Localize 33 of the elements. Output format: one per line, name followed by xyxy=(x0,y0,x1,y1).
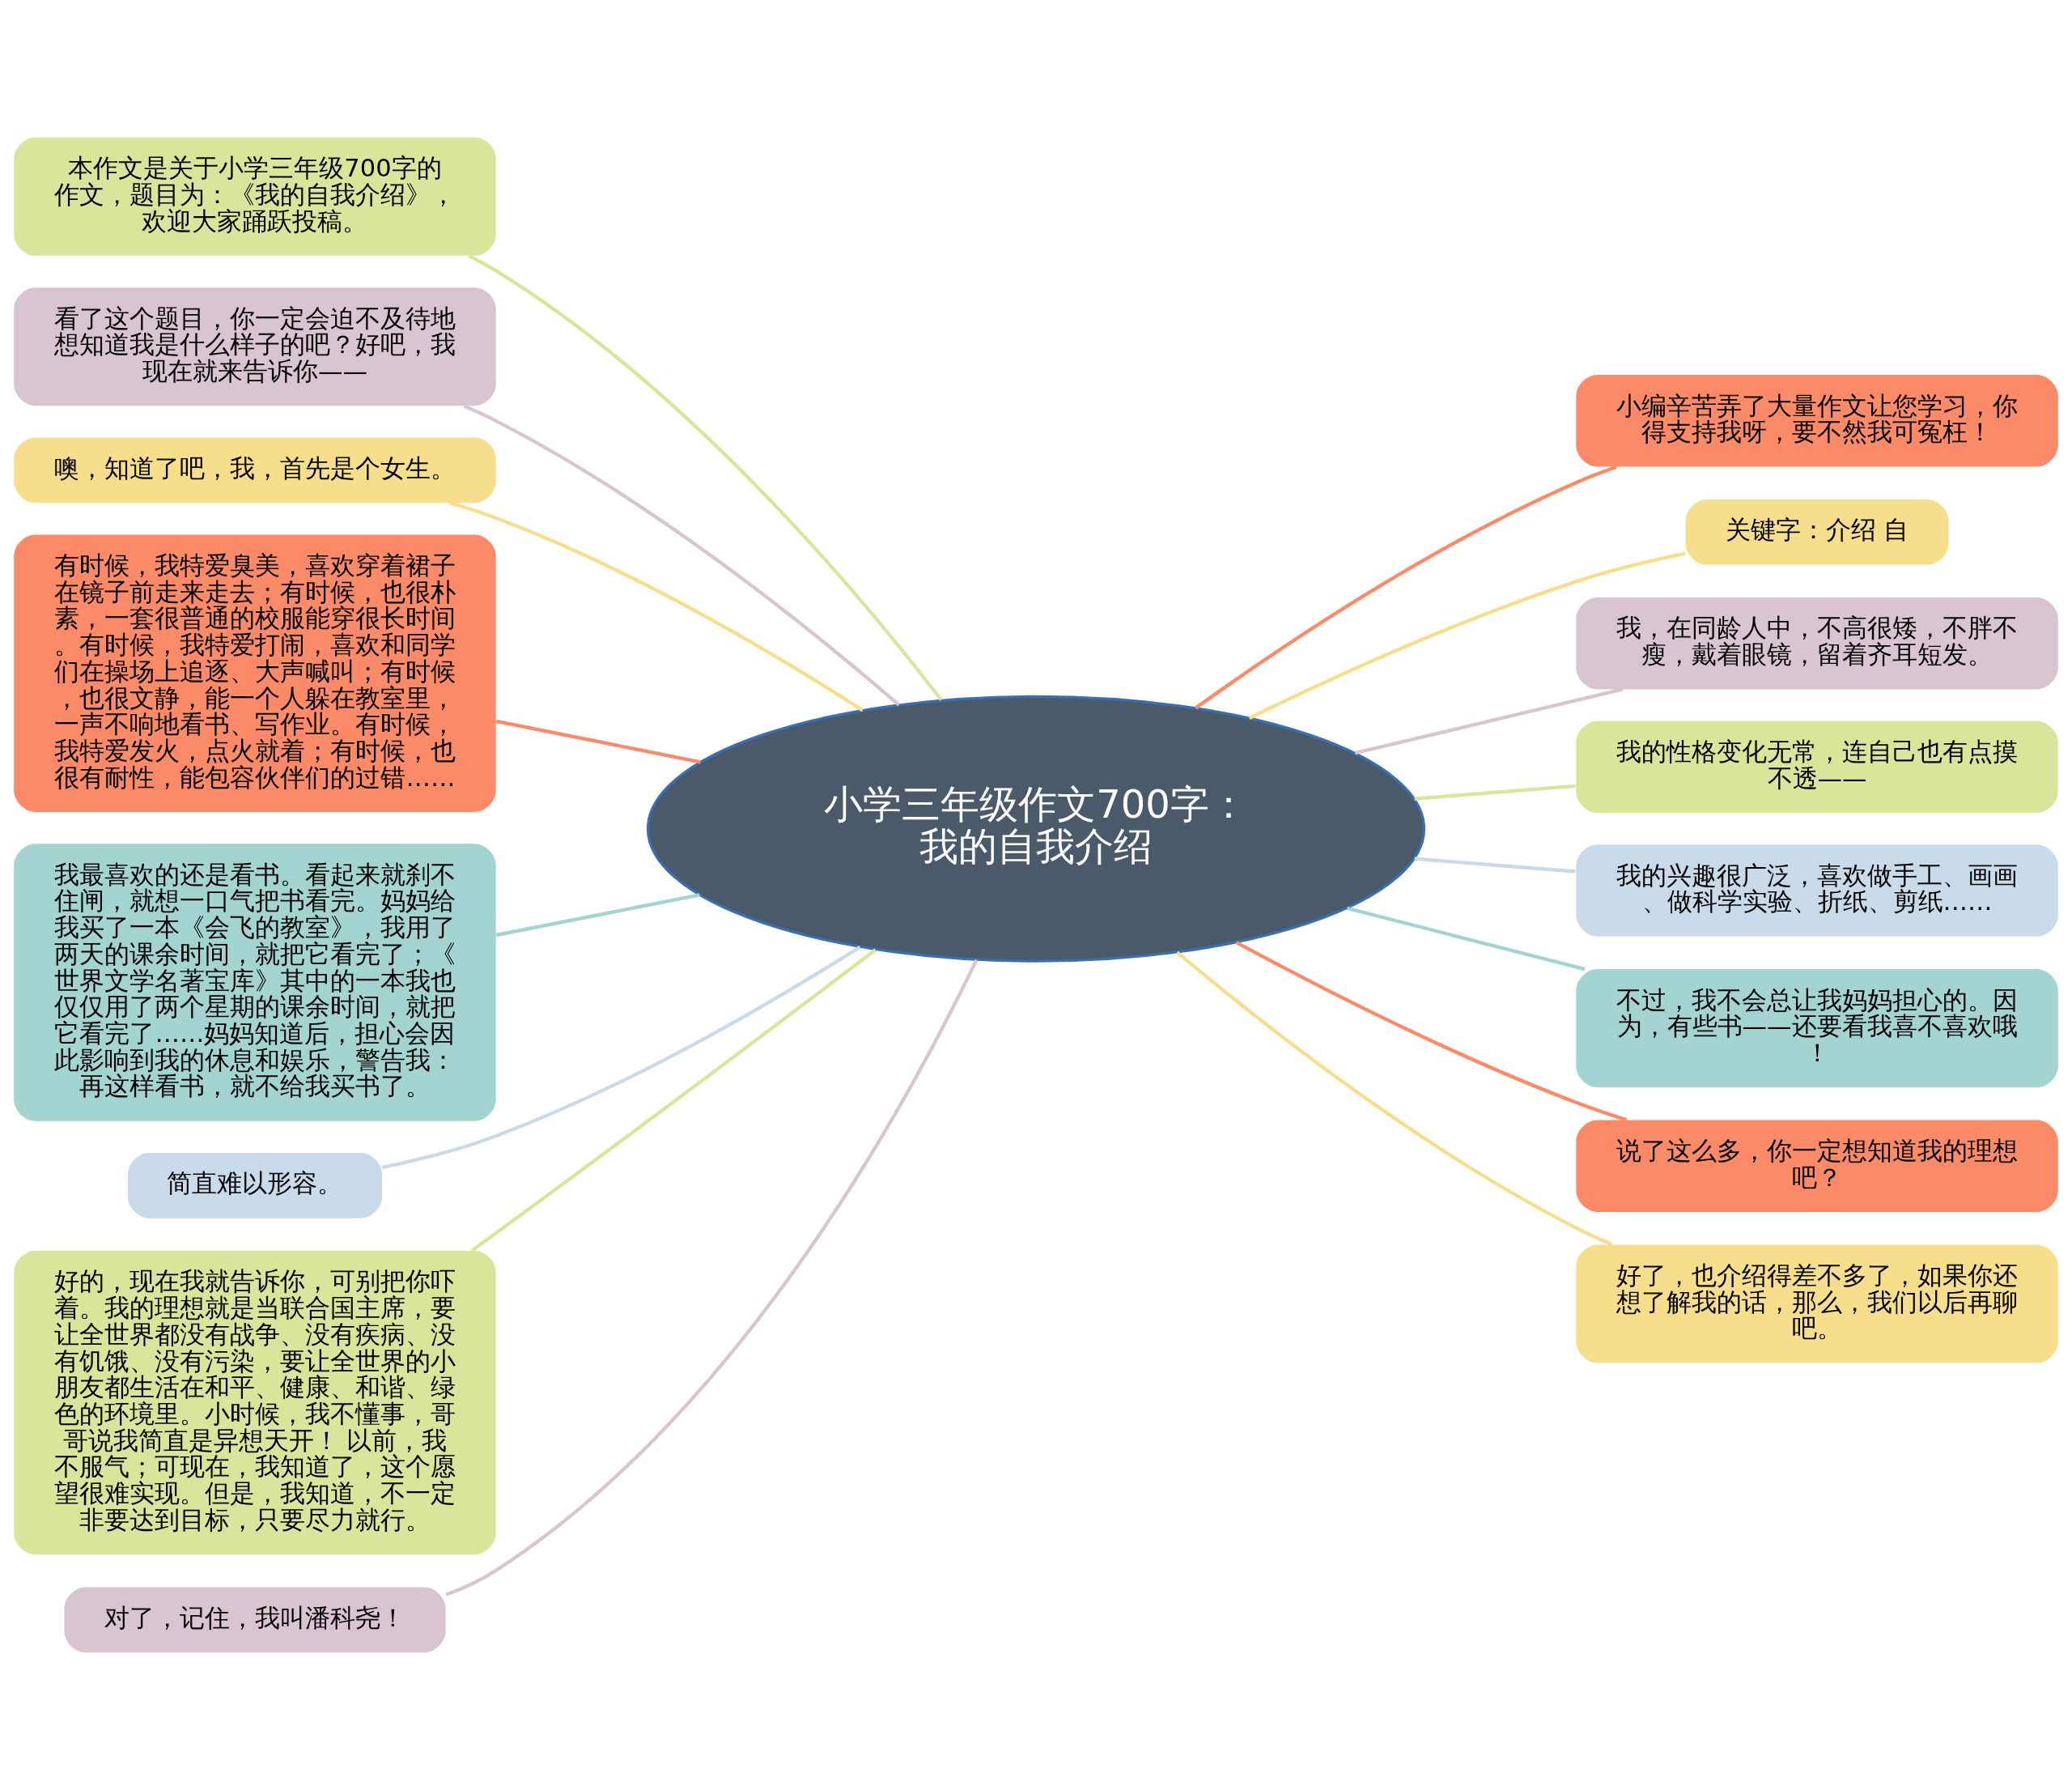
node-box: 说了这么多，你一定想知道我的理想吧？ xyxy=(1576,1120,2058,1213)
node-ellipse: 小学三年级作文700字：我的自我介绍 xyxy=(646,695,1426,963)
node-box: 简直难以形容。 xyxy=(127,1152,383,1218)
connector xyxy=(1347,906,1586,972)
node-box: 我的兴趣很广泛，喜欢做手工、画画、做科学实验、折纸、剪纸…… xyxy=(1576,844,2058,937)
connector xyxy=(468,254,943,701)
connector xyxy=(1354,687,1624,755)
connector xyxy=(495,893,700,938)
connector xyxy=(495,719,701,764)
node-box: 我最喜欢的还是看书。看起来就刹不住闸，就想一口气把书看完。妈妈给我买了一本《会飞的教室》，我用了两天的课余时间，就把它看完了；《世界文学名著宝库》其中的一本我也仅仅用了两个星期的课余时间，就把它看完了……妈妈知道后，担心会因此影响到我的休息和娱乐，警告我：再这样看书，就不给我买书了。 xyxy=(14,844,496,1121)
connector xyxy=(448,501,864,712)
connector xyxy=(1414,784,1576,801)
connector xyxy=(1175,950,1613,1247)
node-box: 小编辛苦弄了大量作文让您学习，你得支持我呀，要不然我可冤枉！ xyxy=(1576,375,2058,467)
node-box: 我的性格变化无常，连自己也有点摸不透—— xyxy=(1576,721,2058,814)
node-box: 关键字：介绍 自 xyxy=(1685,499,1949,565)
connector xyxy=(381,945,861,1169)
node-box: 有时候，我特爱臭美，喜欢穿着裙子在镜子前走来走去；有时候，也很朴素，一套很普通的校服能穿很长时间。有时候，我特爱打闹，喜欢和同学们在操场上追逐、大声喊叫；有时候，也很文静，能一个人躲在教室里，一声不响地看书、写作业。有时候，我特爱发火，点火就着；有时候，也很有耐性，能包容伙伴们的过错…… xyxy=(14,534,496,812)
connector xyxy=(1235,941,1628,1122)
node-box: 好的，现在我就告诉你，可别把你吓着。我的理想就是当联合国主席，要让全世界都没有战争、没有疾病、没有饥饿、没有污染，要让全世界的小朋友都生活在和平、健康、和谐、绿色的环境里。小时候，我不懂事，哥哥说我简直是异想天开！ 以前，我不服气；可现在，我知道了，这个愿望很难实现。但是，我知道，不一定非要达到目标，只要尽力就行。 xyxy=(14,1251,496,1555)
node-box: 不过，我不会总让我妈妈担心的。因为，有些书——还要看我喜不喜欢哦！ xyxy=(1576,969,2058,1088)
node-box: 我，在同龄人中，不高很矮，不胖不瘦，戴着眼镜，留着齐耳短发。 xyxy=(1576,597,2058,690)
node-box: 对了，记住，我叫潘科尧！ xyxy=(64,1587,446,1653)
node-box: 看了这个题目，你一定会迫不及待地想知道我是什么样子的吧？好吧，我现在就来告诉你—— xyxy=(14,287,496,406)
connector xyxy=(1414,857,1576,874)
connector xyxy=(470,948,877,1252)
node-box: 好了，也介绍得差不多了，如果你还想了解我的话，那么，我们以后再聊吧。 xyxy=(1576,1244,2058,1363)
node-box: 噢，知道了吧，我，首先是个女生。 xyxy=(14,437,496,504)
node-box: 本作文是关于小学三年级700字的作文，题目为：《我的自我介绍》，欢迎大家踊跃投稿。 xyxy=(14,137,496,256)
connector xyxy=(463,404,900,707)
connector xyxy=(445,959,979,1597)
connector xyxy=(1195,465,1617,710)
connector xyxy=(1248,551,1686,720)
